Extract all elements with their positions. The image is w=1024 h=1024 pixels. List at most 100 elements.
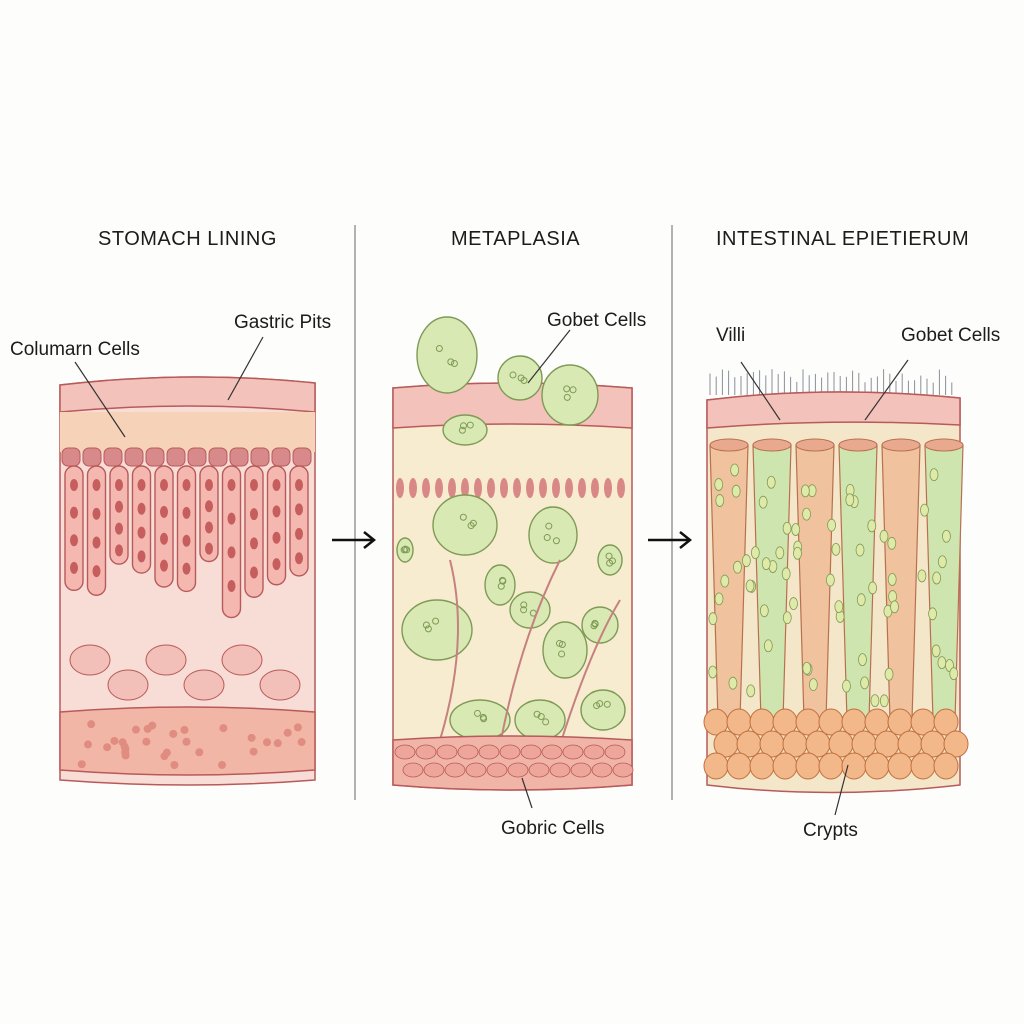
goblet-cell [808, 678, 818, 691]
nucleus [558, 650, 566, 658]
goblet-cell [763, 639, 773, 653]
cell-dot [249, 747, 258, 756]
nucleus [272, 479, 281, 491]
columnar-cell-top [250, 447, 270, 467]
nucleus [520, 601, 528, 609]
intestinal-epithelium-illustration [703, 369, 969, 794]
surface-layer [706, 391, 961, 429]
nucleus [487, 478, 495, 498]
nucleus [295, 527, 303, 540]
goblet-cell [928, 607, 937, 621]
gastric-pit [199, 465, 219, 563]
nucleus [459, 422, 467, 430]
goblet-cell [714, 592, 724, 606]
gobric-cell [478, 744, 500, 760]
gastric-pit [64, 465, 84, 592]
nucleus [227, 479, 236, 491]
cell-dot [110, 736, 119, 745]
columnar-cell-top [82, 447, 102, 467]
nucleus [458, 426, 466, 434]
goblet-cell [879, 529, 889, 543]
goblet-cell [766, 475, 776, 489]
cell-dot [263, 738, 272, 747]
gobric-cell [520, 744, 542, 760]
nucleus [205, 479, 213, 491]
goblet-cell [887, 573, 897, 586]
nucleus [552, 478, 560, 498]
cell-dot [293, 723, 302, 732]
gobric-cell [402, 762, 424, 778]
nucleus [569, 386, 577, 394]
panel-title-intestinal-epithelium: INTESTINAL EPIETIERUM [716, 228, 970, 250]
goblet-cell [741, 554, 751, 568]
crypt-cell [772, 752, 798, 780]
goblet-cell [401, 599, 473, 661]
cell-dot [195, 748, 204, 757]
goblet-cell [802, 661, 812, 675]
nucleus [533, 710, 541, 718]
nucleus [563, 385, 571, 393]
gobric-cell [394, 744, 416, 760]
goblet-cell [870, 694, 880, 707]
goblet-cell [708, 665, 718, 679]
goblet-cell [782, 521, 792, 535]
goblet-cell [720, 574, 730, 588]
nucleus [605, 552, 613, 560]
goblet-cell [890, 600, 899, 614]
crypt-cell [726, 752, 752, 780]
nucleus [603, 700, 611, 708]
gastric-pit [109, 465, 129, 565]
nucleus [459, 513, 467, 521]
goblet-cell [781, 567, 791, 581]
nucleus [272, 531, 281, 544]
gobric-cell [549, 762, 571, 778]
nucleus [227, 580, 236, 593]
crypt-cell [910, 752, 936, 780]
label-gastric-pits: Gastric Pits [234, 312, 332, 333]
nucleus [92, 507, 101, 520]
goblet-cell [730, 463, 740, 477]
cell-dot [273, 739, 282, 748]
nucleus [182, 562, 191, 575]
nucleus [137, 479, 146, 491]
goblet-cell [528, 506, 578, 564]
nucleus [539, 478, 547, 498]
goblet-cell [802, 507, 811, 521]
goblet-cell [867, 519, 877, 533]
goblet-cell [856, 593, 866, 607]
nucleus [70, 561, 78, 574]
goblet-cell [949, 667, 959, 681]
label-goblet-cells: Gobet Cells [547, 310, 647, 331]
columnar-cell-top [61, 447, 81, 467]
nucleus [500, 478, 508, 498]
columnar-cell-top [124, 447, 144, 467]
goblet-cell [759, 604, 769, 618]
goblet-cell [937, 555, 947, 569]
cell-dot [148, 721, 157, 730]
gobric-cell [423, 762, 445, 778]
stomach-lining-illustration [59, 376, 316, 786]
nucleus [422, 621, 430, 629]
nucleus [137, 526, 146, 539]
nucleus [469, 519, 477, 527]
nucleus [70, 479, 78, 491]
panel-title-metaplasia: METAPLASIA [451, 228, 581, 250]
nucleus [435, 344, 443, 352]
goblet-cell [825, 573, 835, 587]
goblet-cell [396, 537, 414, 563]
nucleus [70, 506, 78, 519]
nucleus [295, 503, 303, 516]
nucleus [92, 565, 101, 578]
panel-title-stomach-lining: STOMACH LINING [98, 228, 277, 250]
nucleus [92, 479, 101, 491]
nucleus [545, 522, 553, 530]
nucleus [606, 559, 614, 567]
cell-dot [170, 761, 179, 770]
goblet-cell [509, 591, 551, 629]
cell-dot [83, 740, 92, 749]
nucleus [115, 479, 123, 491]
gobric-cell [612, 762, 634, 778]
nucleus [160, 532, 168, 545]
nucleus [604, 478, 612, 498]
